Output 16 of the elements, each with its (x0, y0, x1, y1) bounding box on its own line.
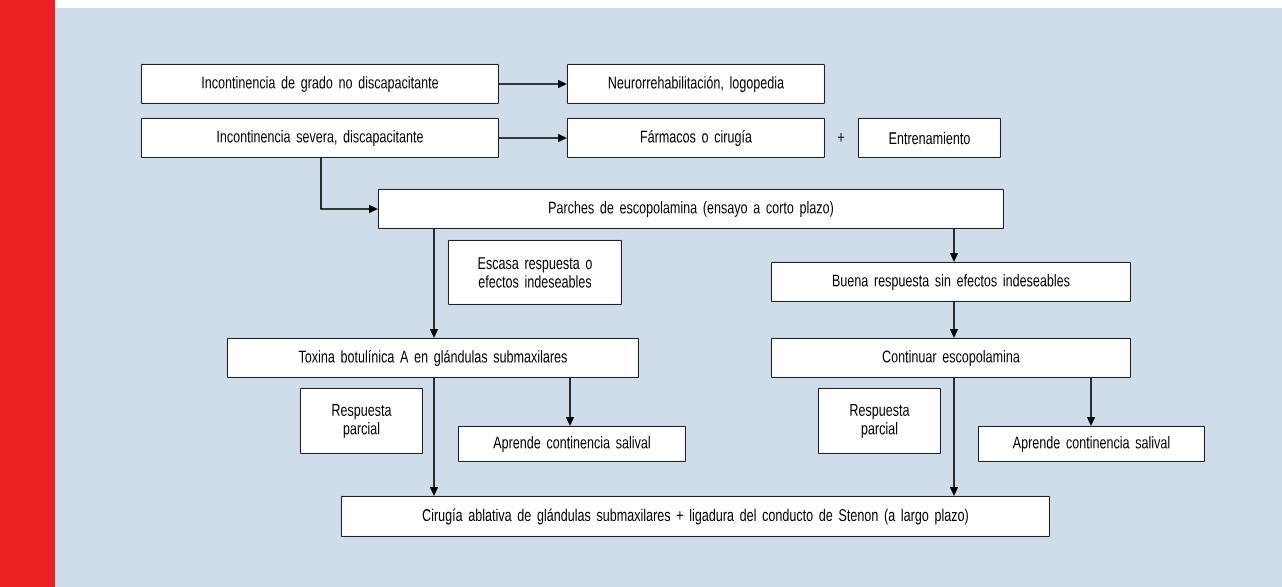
process-box: Aprende continencia salival (978, 426, 1205, 462)
condition-box: Respuesta parcial (300, 388, 423, 454)
process-box: Neurorrehabilitación, logopedia (567, 64, 825, 104)
process-box: Cirugía ablativa de glándulas submaxilares + ligadura del conducto de Stenon (a largo plazo) (341, 496, 1050, 537)
process-box: Toxina botulínica A en glándulas submaxilares (227, 338, 639, 378)
process-box: Fármacos o cirugía (567, 118, 825, 158)
process-box: Parches de escopolamina (ensayo a corto plazo) (378, 189, 1004, 229)
process-box: Incontinencia severa, discapacitante (141, 118, 499, 158)
condition-box: Escasa respuesta o efectos indeseables (448, 240, 622, 305)
process-box: Buena respuesta sin efectos indeseables (771, 262, 1131, 302)
plus-sign: + (837, 133, 845, 142)
condition-box: Respuesta parcial (818, 388, 941, 454)
process-box: Continuar escopolamina (771, 338, 1131, 378)
process-box: Incontinencia de grado no discapacitante (141, 64, 499, 104)
process-box: Aprende continencia salival (458, 426, 686, 462)
process-box: Entrenamiento (858, 118, 1001, 158)
